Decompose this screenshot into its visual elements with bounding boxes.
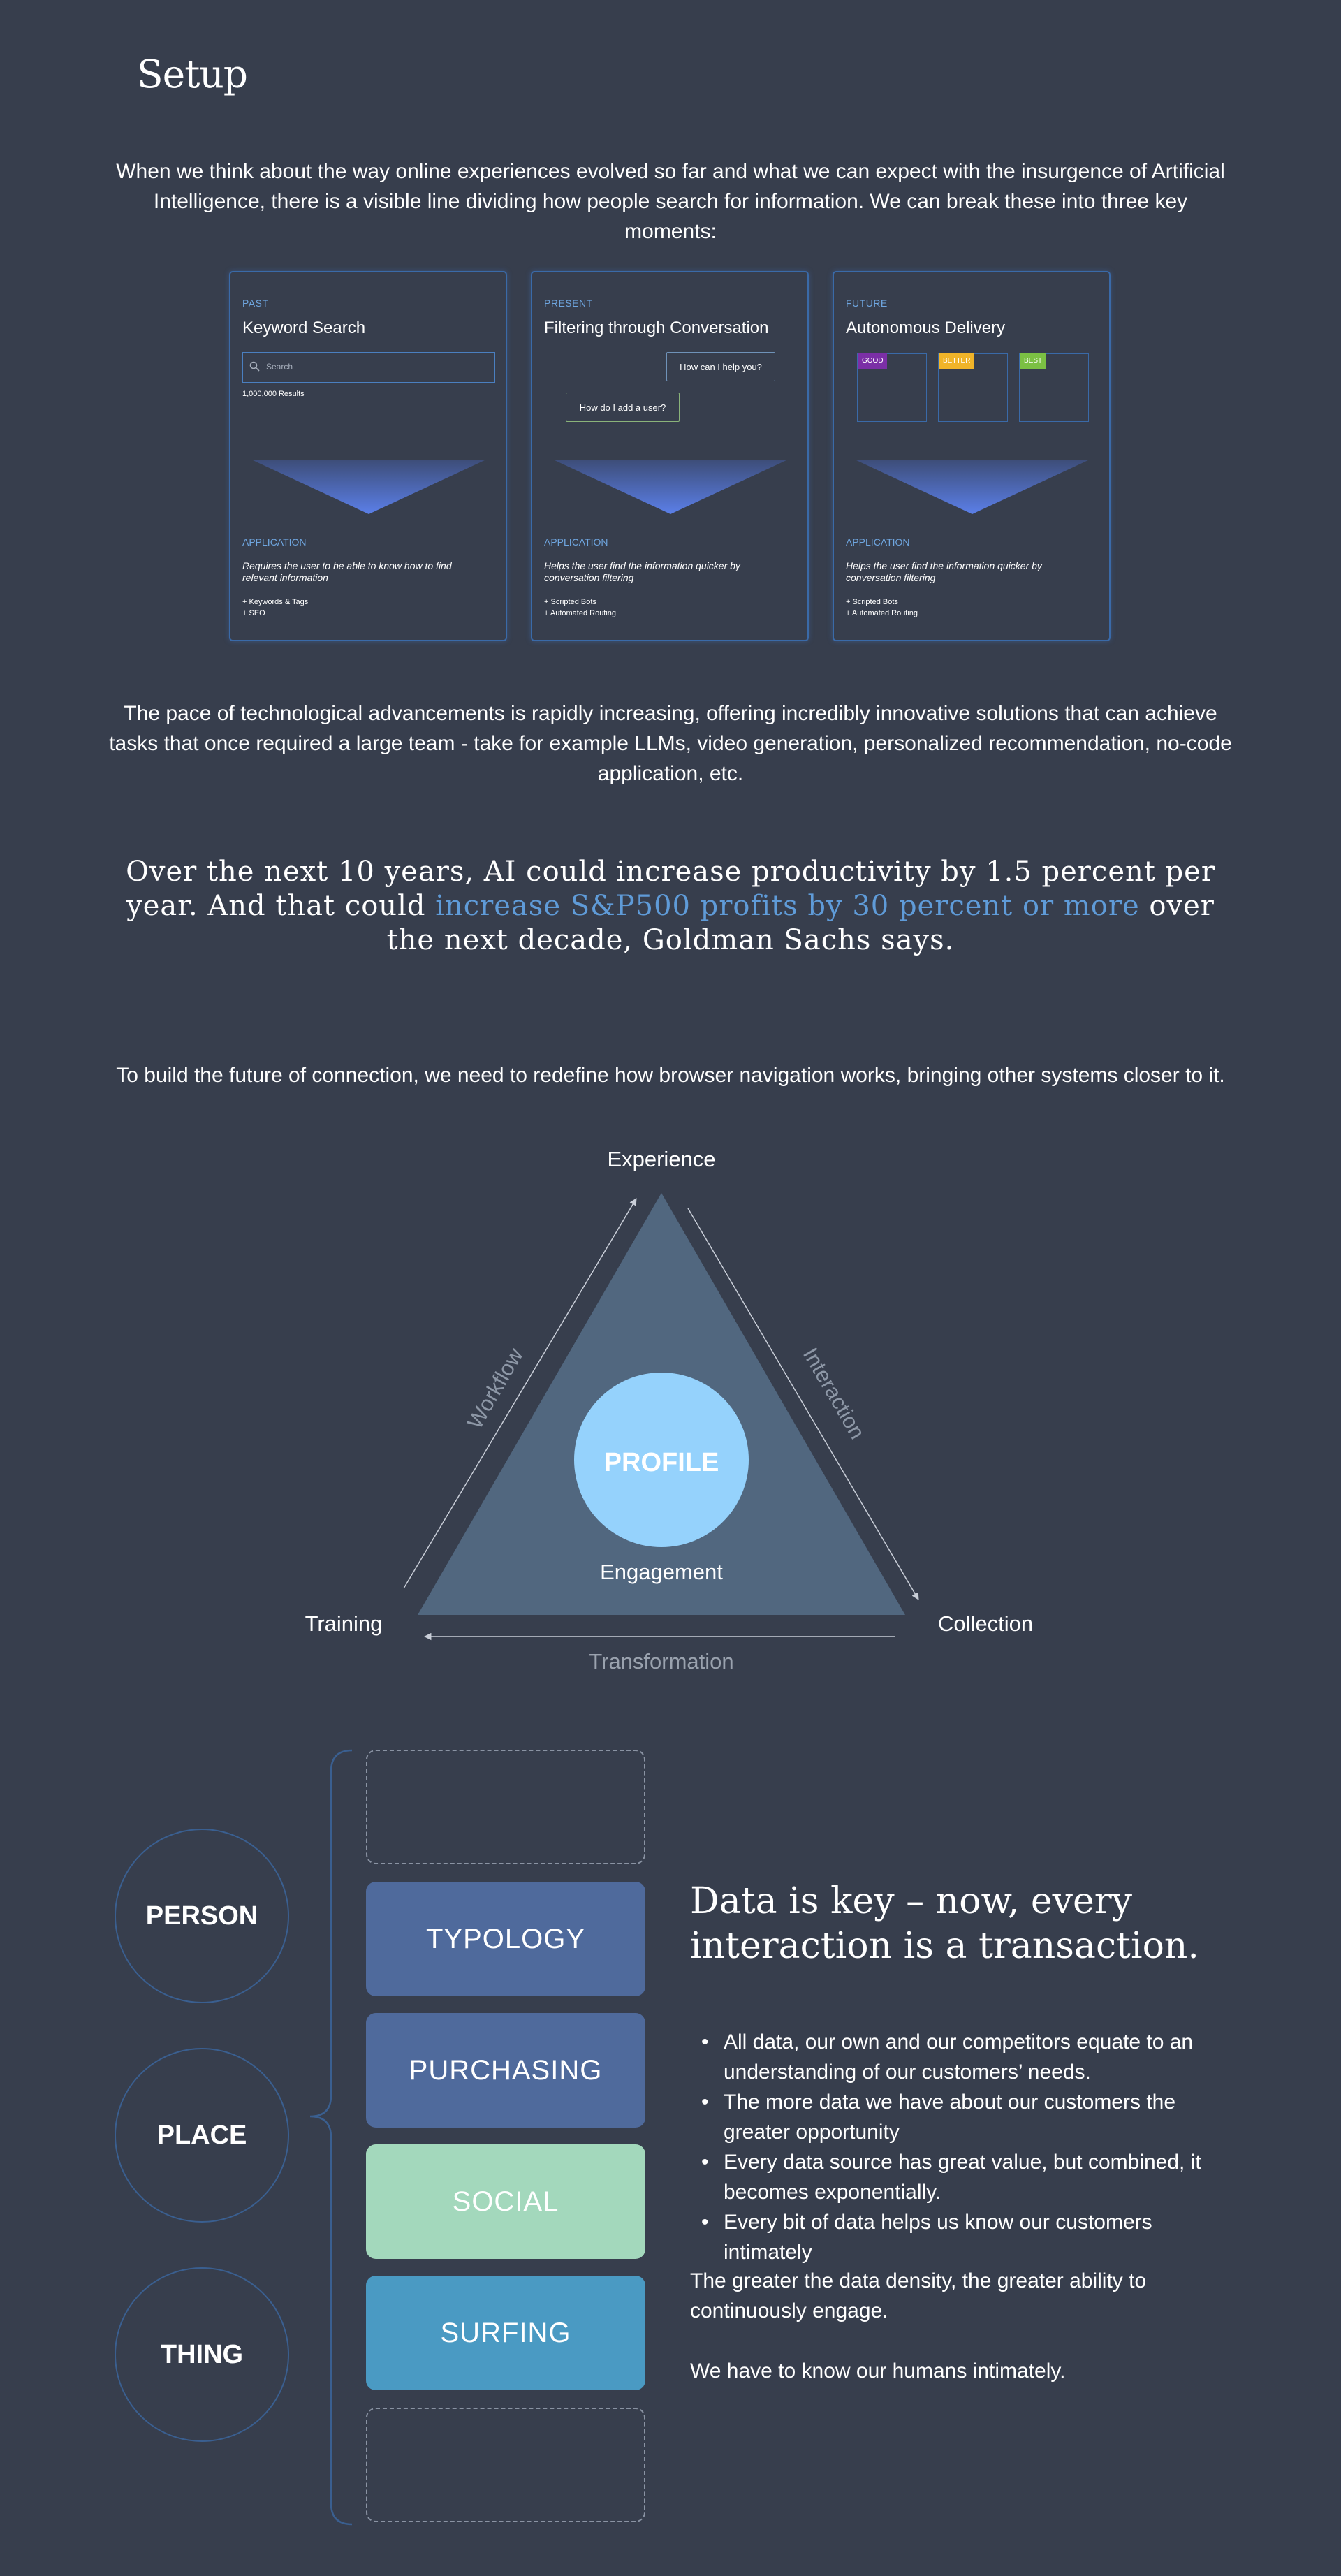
empty-slot-bottom <box>366 2408 645 2522</box>
interaction-label: Interaction <box>798 1343 870 1443</box>
interaction-arrow <box>687 1208 919 1600</box>
workflow-label: Workflow <box>462 1344 528 1433</box>
card-title: Filtering through Conversation <box>544 319 769 337</box>
card-description: Helps the user find the information quic… <box>544 560 740 583</box>
profile-triangle-diagram: PROFILE Engagement Experience Training C… <box>305 1147 1033 1674</box>
surfing-box: SURFING <box>366 2276 645 2390</box>
list-item: • All data, our own and our competitors e… <box>690 2027 1242 2087</box>
card-era: PAST <box>242 298 269 309</box>
bot-message-bubble: How can I help you? <box>666 352 775 381</box>
funnel-graphic <box>553 460 788 514</box>
user-message-bubble: How do I add a user? <box>566 393 680 422</box>
list-item-text: All data, our own and our competitors eq… <box>724 2030 1194 2084</box>
profile-label: PROFILE <box>604 1448 719 1477</box>
bullet-dot: • <box>701 2091 709 2114</box>
card-past: PAST Keyword Search Search 1,000,000 Res… <box>229 271 507 641</box>
pace-paragraph: The pace of technological advancements i… <box>109 702 1232 785</box>
option-box-best <box>1019 353 1089 422</box>
card-era: PRESENT <box>544 298 593 309</box>
build-paragraph: To build the future of connection, we ne… <box>116 1064 1225 1087</box>
card-title: Autonomous Delivery <box>846 319 1006 337</box>
profile-circle <box>574 1373 749 1547</box>
card-future: FUTURE Autonomous Delivery GOOD BETTER B… <box>833 271 1111 641</box>
thing-circle: THING <box>115 2267 289 2442</box>
card-bullet: + Automated Routing <box>544 609 617 617</box>
empty-slot-top <box>366 1750 645 1864</box>
list-item: • The more data we have about our custome… <box>690 2087 1242 2147</box>
curly-brace <box>309 1749 353 2526</box>
bullet-dot: • <box>701 2211 709 2234</box>
quote-highlight: increase S&P500 profits by 30 percent or… <box>435 890 1140 922</box>
best-tag: BEST <box>1020 353 1046 369</box>
density-paragraph: The greater the data density, the greate… <box>690 2269 1147 2322</box>
application-heading: APPLICATION <box>846 536 910 548</box>
funnel-graphic <box>251 460 486 514</box>
person-circle: PERSON <box>115 1829 289 2003</box>
card-bullet: + SEO <box>242 609 265 617</box>
card-description: Requires the user to be able to know how… <box>242 560 452 583</box>
bullet-dot: • <box>701 2151 709 2174</box>
list-item: • Every data source has great value, but … <box>690 2147 1242 2207</box>
application-heading: APPLICATION <box>544 536 608 548</box>
humans-paragraph: We have to know our humans intimately. <box>690 2359 1066 2383</box>
list-item: • Every bit of data helps us know our cus… <box>690 2207 1242 2267</box>
search-input[interactable]: Search <box>242 352 495 383</box>
card-bullet: + Automated Routing <box>846 609 918 617</box>
engagement-label: Engagement <box>600 1560 723 1584</box>
better-tag: BETTER <box>939 353 974 369</box>
collection-label: Collection <box>938 1611 1033 1636</box>
list-item-text: Every data source has great value, but c… <box>724 2151 1201 2204</box>
card-bullet: + Keywords & Tags <box>242 598 309 606</box>
list-item-text: Every bit of data helps us know our cust… <box>724 2211 1152 2264</box>
social-box: SOCIAL <box>366 2144 645 2259</box>
typology-box: TYPOLOGY <box>366 1882 645 1996</box>
quote-text-end: over the next decade, Goldman Sachs says… <box>386 890 1215 956</box>
card-description: Helps the user find the information quic… <box>846 560 1042 583</box>
card-present: PRESENT Filtering through Conversation H… <box>531 271 809 641</box>
card-era: FUTURE <box>846 298 888 309</box>
search-placeholder: Search <box>266 362 293 372</box>
place-circle: PLACE <box>115 2048 289 2223</box>
card-bullet: + Scripted Bots <box>846 598 898 606</box>
purchasing-box: PURCHASING <box>366 2013 645 2128</box>
funnel-graphic <box>855 460 1090 514</box>
data-bullet-list: • All data, our own and our competitors e… <box>690 2027 1242 2267</box>
data-heading: Data is key – now, every interaction is … <box>690 1880 1199 1967</box>
quote-text: Over the next 10 years, AI could increas… <box>126 856 1215 922</box>
bullet-dot: • <box>701 2030 709 2054</box>
list-item-text: The more data we have about our customer… <box>724 2091 1176 2144</box>
application-heading: APPLICATION <box>242 536 307 548</box>
good-tag: GOOD <box>858 353 887 369</box>
card-title: Keyword Search <box>242 319 366 337</box>
training-label: Training <box>305 1611 383 1636</box>
experience-label: Experience <box>607 1147 715 1171</box>
card-bullet: + Scripted Bots <box>544 598 596 606</box>
workflow-arrow <box>403 1198 637 1589</box>
intro-paragraph: When we think about the way online exper… <box>116 160 1225 243</box>
transformation-label: Transformation <box>589 1649 733 1674</box>
option-box-good <box>857 353 927 422</box>
page-title: Setup <box>137 52 248 96</box>
results-count: 1,000,000 Results <box>242 390 305 398</box>
goldman-quote: Over the next 10 years, AI could increas… <box>112 855 1229 958</box>
search-icon <box>249 361 260 372</box>
